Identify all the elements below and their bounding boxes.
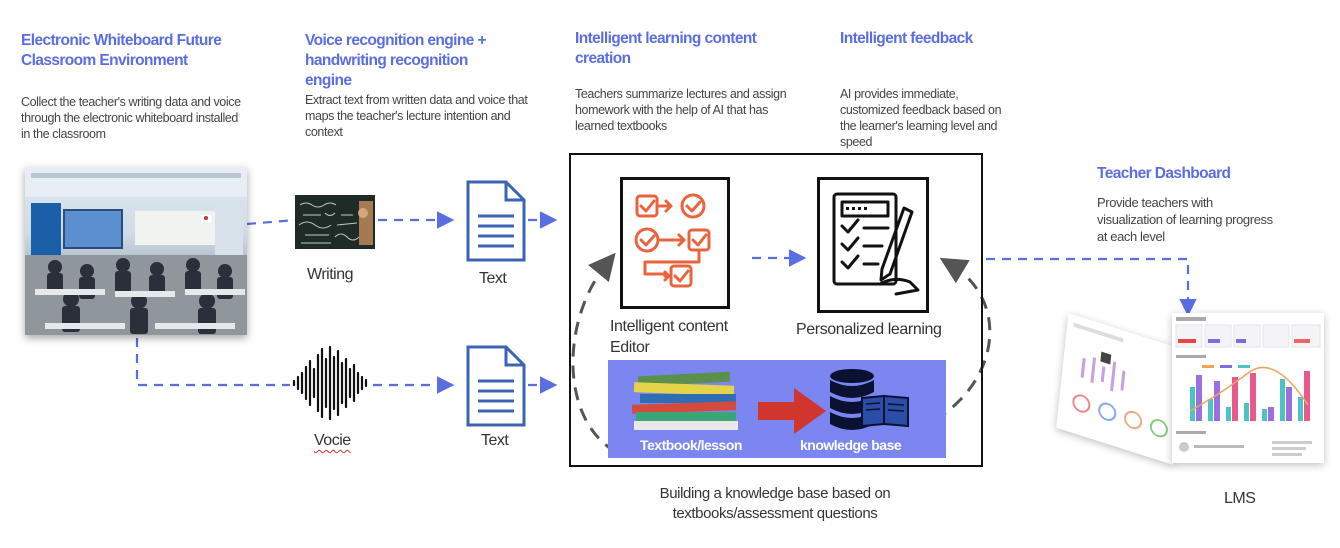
photo-to-voice-connector [135,338,290,387]
knowledge-base-label: knowledge base [800,437,902,453]
whiteboard-desc-line-2: through the electronic whiteboard instal… [21,111,238,125]
text-label-top: Text [479,270,507,287]
editor-label: Intelligent content Editor [610,316,728,358]
content-creation-description: Teachers summarize lectures and assign h… [575,86,815,134]
voice-waveform-icon [292,345,368,421]
personalized-label: Personalized learning [796,321,942,338]
recognition-desc-line-3: context [305,125,343,139]
feedback-title: Intelligent feedback [840,29,1040,49]
recognition-title: Voice recognition engine + handwriting r… [305,31,535,91]
content-creation-title-line-1: Intelligent learning content [575,30,757,47]
textbook-stack-icon [631,371,738,430]
personalized-learning-box [817,177,929,313]
content-creation-title-line-2: creation [575,50,631,67]
recognition-title-line-2: handwriting recognition [305,52,468,69]
feedback-desc-line-4: speed [840,135,873,149]
feedback-desc-line-1: AI provides immediate, [840,87,959,101]
whiteboard-title: Electronic Whiteboard Future Classroom E… [21,31,251,71]
whiteboard-title-line-2: Classroom Environment [21,52,188,69]
red-arrow-icon [758,388,826,434]
dashboard-desc-line-2: visualization of learning progress [1097,212,1273,227]
whiteboard-description: Collect the teacher's writing data and v… [21,94,271,142]
photo-to-writing-connector [246,218,296,226]
dashboard-title: Teacher Dashboard [1097,164,1297,184]
lms-label: LMS [1224,490,1256,507]
caption-line-1: Building a knowledge base based on [659,485,891,502]
workflow-checklist-icon [634,193,711,288]
database-book-icon [830,369,909,430]
lms-screen-front [1172,313,1324,463]
recognition-title-line-3: engine [305,72,352,89]
dashboard-desc-line-3: at each level [1097,229,1165,244]
box-to-dashboard-connector [986,257,1197,317]
feedback-title-line-1: Intelligent feedback [840,30,973,47]
dashboard-description: Provide teachers with visualization of l… [1097,194,1327,245]
whiteboard-desc-line-3: in the classroom [21,127,106,141]
text-document-icon-top [466,180,526,262]
whiteboard-desc-line-1: Collect the teacher's writing data and v… [21,95,241,109]
feedback-description: AI provides immediate, customized feedba… [840,86,1040,150]
editor-label-line-1: Intelligent content [610,318,728,335]
dashboard-desc-line-1: Provide teachers with [1097,195,1213,210]
core-system-box [569,153,983,467]
textbook-label: Textbook/lesson [640,437,742,453]
recognition-desc-line-2: maps the teacher's lecture intention and [305,109,511,123]
text-document-icon-bottom [466,345,526,427]
whiteboard-title-line-1: Electronic Whiteboard Future [21,32,222,49]
knowledge-base-caption: Building a knowledge base based on textb… [600,484,950,524]
feedback-desc-line-2: customized feedback based on [840,103,1002,117]
dashboard-title-line-1: Teacher Dashboard [1097,165,1231,182]
content-editor-box [620,177,730,309]
content-creation-title: Intelligent learning content creation [575,29,805,69]
chalkboard-writing-image [295,195,375,249]
content-creation-desc-line-3: learned textbooks [575,119,667,133]
lms-screen-back [1056,312,1186,466]
caption-line-2: textbooks/assessment questions [672,505,878,522]
writing-label: Writing [307,266,354,283]
recognition-desc-line-1: Extract text from written data and voice… [305,93,528,107]
recognition-title-line-1: Voice recognition engine + [305,32,487,49]
classroom-photo [25,167,247,335]
content-creation-desc-line-2: homework with the help of AI that has [575,103,768,117]
content-creation-desc-line-1: Teachers summarize lectures and assign [575,87,787,101]
voice-label: Vocie [314,432,351,449]
text-label-bottom: Text [481,432,509,449]
recognition-description: Extract text from written data and voice… [305,92,555,140]
feedback-desc-line-3: the learner's learning level and [840,119,998,133]
editor-label-line-2: Editor [610,339,650,356]
personalized-checklist-icon [832,192,920,296]
